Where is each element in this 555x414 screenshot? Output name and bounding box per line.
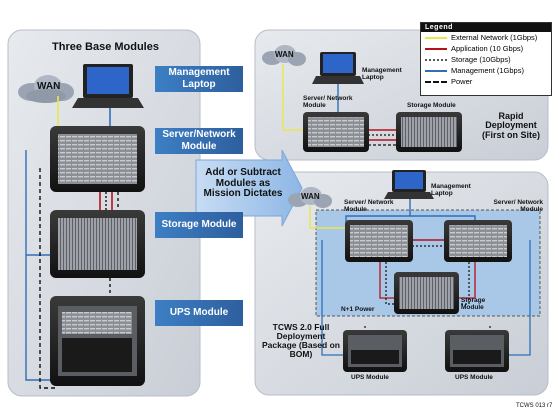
legend-swatch	[425, 69, 447, 72]
server-label-full-left: Server/ Network Module	[344, 199, 394, 213]
full-title: TCWS 2.0 Full Deployment Package (Based …	[262, 322, 340, 359]
legend-label: Application (10 Gbps)	[451, 44, 524, 53]
server-module-rapid	[303, 112, 369, 152]
server-label-full-right: Server/ Network Module	[493, 199, 544, 213]
legend-title: Legend	[421, 23, 551, 32]
rapid-title: Rapid Deployment (First on Site)	[482, 111, 540, 140]
ups-module-full-right	[445, 330, 509, 372]
laptop-icon-full	[384, 170, 434, 199]
server-module-left	[50, 126, 145, 192]
left-panel-title: Three Base Modules	[52, 41, 159, 53]
storage-module-full	[394, 272, 459, 314]
legend-swatch	[425, 36, 447, 39]
wan-label-left: WAN	[37, 81, 61, 92]
wan-label-rapid: WAN	[275, 50, 294, 59]
laptop-label-rapid: Management Laptop	[362, 67, 402, 81]
wan-cloud-full	[288, 187, 332, 208]
tab-management-laptop: Management Laptop	[155, 66, 243, 92]
tab-ups-module: UPS Module	[155, 300, 243, 326]
laptop-icon-left	[72, 64, 144, 108]
legend-item: Power	[421, 76, 551, 87]
legend: Legend External Network (1Gbps) Applicati…	[420, 22, 552, 96]
legend-item: Application (10 Gbps)	[421, 43, 551, 54]
storage-label-full: Storage Module	[461, 297, 486, 311]
wan-label-full: WAN	[301, 192, 320, 201]
legend-label: Management (1Gbps)	[451, 66, 524, 75]
footer-code: TCWS 013 r7	[516, 403, 553, 409]
server-label-rapid: Server/ Network Module	[303, 95, 353, 109]
tab-server-network-module: Server/Network Module	[155, 128, 243, 154]
ups-module-full-left	[343, 330, 407, 372]
storage-module-rapid	[396, 112, 462, 152]
legend-label: Power	[451, 77, 473, 86]
storage-label-rapid: Storage Module	[407, 102, 456, 109]
laptop-icon-rapid	[312, 52, 364, 84]
tab-storage-module: Storage Module	[155, 212, 243, 238]
legend-label: External Network (1Gbps)	[451, 33, 538, 42]
middle-arrow-text: Add or Subtract Modules as Mission Dicta…	[203, 167, 283, 199]
legend-item: Storage (10Gbps)	[421, 54, 551, 65]
ups-label-full-left: UPS Module	[351, 374, 389, 381]
storage-module-left	[50, 210, 145, 278]
n1-power-label: N+1 Power	[341, 306, 375, 313]
legend-swatch	[425, 47, 447, 50]
ups-label-full-right: UPS Module	[455, 374, 493, 381]
laptop-label-full: Management Laptop	[431, 183, 471, 197]
legend-label: Storage (10Gbps)	[451, 55, 511, 64]
legend-swatch	[425, 58, 447, 61]
wan-cloud-rapid	[262, 45, 306, 66]
server-module-full-left	[345, 220, 413, 262]
server-module-full-right	[444, 220, 512, 262]
legend-item: External Network (1Gbps)	[421, 32, 551, 43]
legend-item: Management (1Gbps)	[421, 65, 551, 76]
legend-swatch	[425, 80, 447, 83]
wan-cloud-left	[18, 75, 74, 103]
ups-module-left	[50, 296, 145, 386]
